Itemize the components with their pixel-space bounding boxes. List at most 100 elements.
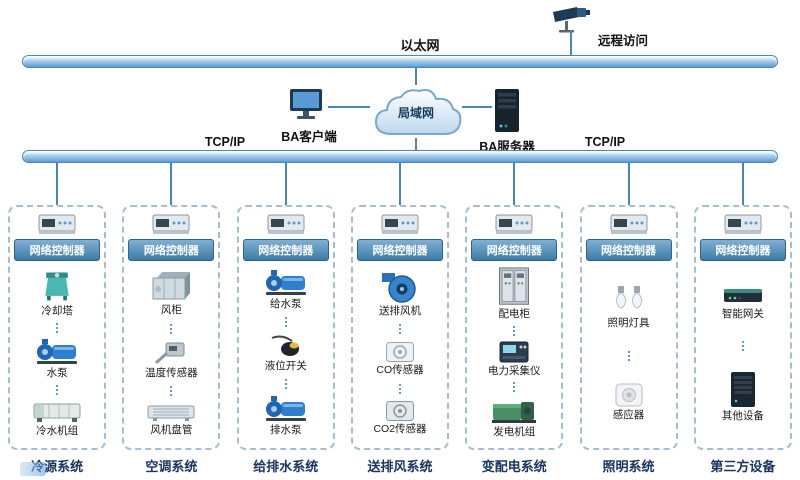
device-item: 冷却塔 xyxy=(38,268,76,318)
network-controller-icon xyxy=(610,212,648,236)
device-item: 排水泵 xyxy=(264,395,308,437)
tcpip-left-label: TCP/IP xyxy=(204,135,246,149)
device-item: 智能网关 xyxy=(722,283,764,321)
system-name-label: 变配电系统 xyxy=(481,458,547,474)
network-controller-icon xyxy=(152,212,190,236)
dotted-connector xyxy=(513,382,516,393)
light-fixtures-icon xyxy=(611,284,647,316)
device-item: 配电柜 xyxy=(494,267,534,321)
column-air-conditioning: 网络控制器 风柜 温度传感器 xyxy=(114,163,228,480)
bus-drop-line xyxy=(56,163,59,205)
ba-client-label: BA客户端 xyxy=(281,130,337,144)
dotted-connector xyxy=(741,341,744,351)
dotted-connector xyxy=(398,324,401,335)
network-controller-label: 网络控制器 xyxy=(356,239,443,261)
device-label: 冷水机组 xyxy=(36,425,79,437)
device-item: 液位开关 xyxy=(265,333,307,373)
device-item: 冷水机组 xyxy=(33,400,81,438)
power-meter-icon xyxy=(498,340,530,364)
column-third-party: 网络控制器 智能网关 其他设备 xyxy=(686,163,800,480)
co-sensor-icon xyxy=(385,341,415,363)
device-label: 风机盘管 xyxy=(150,423,193,436)
bus-drop-line xyxy=(284,163,287,205)
device-label: 风柜 xyxy=(160,304,182,317)
device-label: 排水泵 xyxy=(269,424,302,436)
bus-drop-line xyxy=(741,163,744,205)
device-item: 电力采集仪 xyxy=(488,340,541,378)
level-switch-icon xyxy=(268,333,304,359)
column-cooling-source: 网络控制器 冷却塔 水泵 xyxy=(0,163,114,480)
network-controller-label: 网络控制器 xyxy=(699,239,786,261)
device-item: 发电机组 xyxy=(490,397,538,439)
bus-to-cloud-line xyxy=(415,68,417,85)
device-list: 配电柜 电力采集仪 发电机组 xyxy=(469,261,559,445)
column-lighting: 网络控制器 照明灯具 感应器 xyxy=(571,163,685,480)
system-columns: 网络控制器 冷却塔 水泵 xyxy=(0,163,800,480)
network-controller-label: 网络控制器 xyxy=(14,239,101,261)
network-controller-icon xyxy=(267,212,305,236)
device-list: 冷却塔 水泵 冷水机组 xyxy=(12,261,102,445)
device-label: CO传感器 xyxy=(376,363,424,376)
column-supply-exhaust-air: 网络控制器 送排风机 CO传感器 xyxy=(343,163,457,480)
device-item: 其他设备 xyxy=(722,371,764,423)
bus-drop-line xyxy=(627,163,630,205)
system-group-box: 网络控制器 照明灯具 感应器 xyxy=(579,205,678,450)
network-controller-icon xyxy=(381,212,419,236)
device-item: CO2传感器 xyxy=(373,400,427,436)
fan-coil-icon xyxy=(147,403,195,423)
dotted-connector xyxy=(170,323,173,334)
device-item: 风机盘管 xyxy=(147,403,195,437)
column-water-supply-drainage: 网络控制器 给水泵 液位开关 xyxy=(229,163,343,480)
dotted-connector xyxy=(398,383,401,394)
ba-client-monitor-icon xyxy=(288,88,328,127)
device-list: 智能网关 其他设备 xyxy=(698,261,788,445)
device-label: 温度传感器 xyxy=(145,366,198,379)
device-label: 发电机组 xyxy=(493,425,536,438)
smart-gateway-icon xyxy=(722,283,764,307)
device-label: 智能网关 xyxy=(721,308,764,320)
supply-pump-icon xyxy=(264,269,308,297)
device-label: 电力采集仪 xyxy=(488,364,541,377)
ba-server-icon xyxy=(492,88,522,139)
device-list: 送排风机 CO传感器 CO2传感器 xyxy=(355,261,445,445)
device-item: 风柜 xyxy=(150,269,192,317)
lan-label: 局域网 xyxy=(397,106,434,120)
cloud-icon xyxy=(374,89,462,135)
control-bus-bar xyxy=(22,150,778,163)
device-list: 照明灯具 感应器 xyxy=(584,261,674,445)
system-group-box: 网络控制器 风柜 温度传感器 xyxy=(122,205,221,450)
network-controller-icon xyxy=(38,212,76,236)
drain-pump-icon xyxy=(264,395,308,423)
dotted-connector xyxy=(170,386,173,397)
network-controller-icon xyxy=(724,212,762,236)
dotted-connector xyxy=(56,323,59,333)
device-label: 感应器 xyxy=(612,409,645,421)
device-label: 配电柜 xyxy=(498,308,531,321)
device-list: 风柜 温度传感器 风机盘管 xyxy=(126,261,216,445)
device-item: CO传感器 xyxy=(376,341,424,377)
system-name-label: 给排水系统 xyxy=(253,458,319,474)
temperature-sensor-icon xyxy=(154,340,188,366)
cloud-to-server-line xyxy=(462,106,492,108)
network-controller-label: 网络控制器 xyxy=(242,239,329,261)
ethernet-label: 以太网 xyxy=(400,38,440,53)
system-name-label: 空调系统 xyxy=(145,458,198,474)
dotted-connector xyxy=(627,351,630,361)
network-controller-label: 网络控制器 xyxy=(471,239,558,261)
device-label: 照明灯具 xyxy=(607,317,650,329)
system-group-box: 网络控制器 送排风机 CO传感器 xyxy=(350,205,449,450)
system-group-box: 网络控制器 智能网关 其他设备 xyxy=(693,205,792,450)
bus-drop-line xyxy=(513,163,516,205)
device-list: 给水泵 液位开关 排水泵 xyxy=(241,261,331,445)
air-handling-unit-icon xyxy=(150,269,192,303)
system-group-box: 网络控制器 给水泵 液位开关 xyxy=(236,205,335,450)
device-item: 送排风机 xyxy=(379,270,421,318)
exhaust-fan-icon xyxy=(380,270,420,304)
client-to-cloud-line xyxy=(328,106,370,108)
motion-sensor-icon xyxy=(614,382,644,408)
tcpip-right-label: TCP/IP xyxy=(584,135,626,149)
co2-sensor-icon xyxy=(385,400,415,422)
bus-drop-line xyxy=(398,163,401,205)
water-pump-icon xyxy=(35,338,79,366)
